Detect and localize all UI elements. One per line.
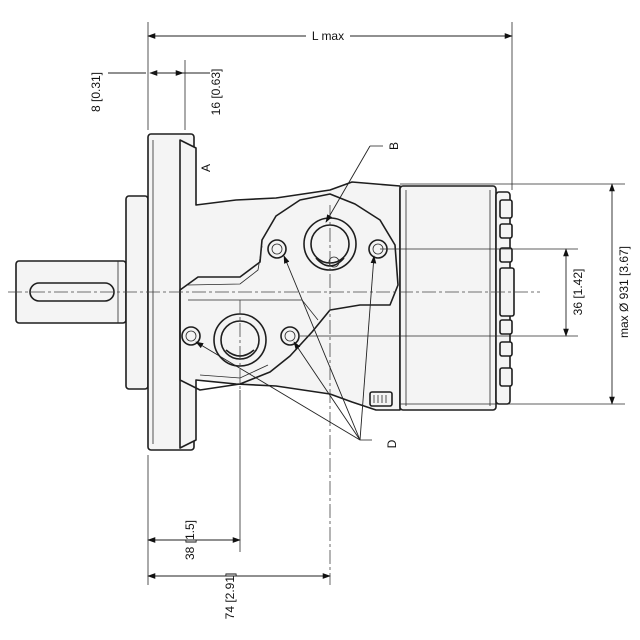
dimension-36: 36 [1.42] bbox=[563, 248, 585, 337]
flange-8-label: 8 [0.31] bbox=[89, 72, 103, 112]
flange-16-label: 16 [0.63] bbox=[209, 69, 223, 116]
motor-housing bbox=[179, 139, 401, 449]
dimension-38: 38 [1.5] bbox=[147, 520, 241, 560]
diameter-max-label: max Ø 931 [3.67] bbox=[617, 246, 631, 338]
callout-d: D bbox=[195, 255, 399, 448]
dimension-16: 16 [0.63] bbox=[150, 69, 223, 116]
l-max-label: L max bbox=[312, 29, 344, 43]
nameplate-tab bbox=[369, 391, 393, 407]
dimension-74: 74 [2.91] bbox=[147, 573, 331, 620]
end-cap bbox=[495, 191, 515, 405]
extension-lines bbox=[147, 22, 625, 585]
callout-a: A bbox=[199, 164, 213, 172]
dimension-8: 8 [0.31] bbox=[89, 70, 185, 112]
port-36-label: 36 [1.42] bbox=[571, 269, 585, 316]
callout-a-label: A bbox=[199, 164, 213, 172]
dist-38-label: 38 [1.5] bbox=[183, 520, 197, 560]
dist-74-label: 74 [2.91] bbox=[223, 573, 237, 620]
callout-d-label: D bbox=[385, 439, 399, 448]
mounting-holes bbox=[181, 239, 388, 346]
callout-b-label: B bbox=[387, 142, 401, 150]
callout-b: B bbox=[325, 142, 401, 223]
dimension-diameter: max Ø 931 [3.67] bbox=[609, 183, 631, 405]
dimension-l-max: L max bbox=[147, 26, 513, 44]
rotor-housing bbox=[369, 185, 497, 411]
